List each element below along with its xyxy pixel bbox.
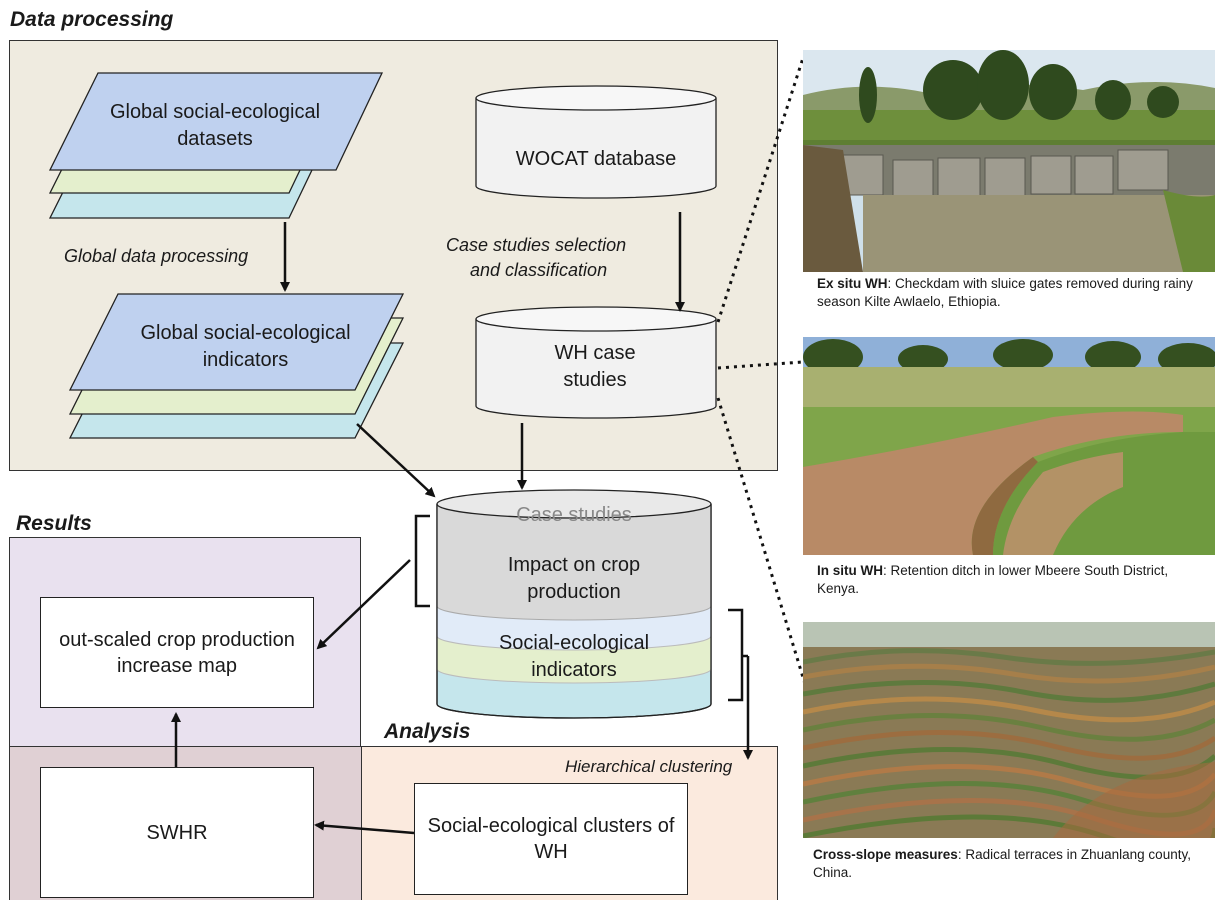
- clusters-box: Social-ecological clusters of WH: [414, 783, 688, 895]
- combined-cylinder: [436, 489, 712, 719]
- ex-situ-caption-bold: Ex situ WH: [817, 276, 888, 291]
- out-scaled-map-box: out-scaled crop production increase map: [40, 597, 314, 708]
- cross-slope-caption-bold: Cross-slope measures: [813, 847, 958, 862]
- global-indicators-stack: [68, 293, 405, 439]
- global-data-processing-label: Global data processing: [64, 246, 249, 266]
- global-indicators-label: Global social-ecological indicators: [140, 322, 351, 371]
- in-situ-caption-bold: In situ WH: [817, 563, 883, 578]
- connector-ex-situ: [716, 57, 805, 323]
- cross-slope-caption-text: : Radical terraces in Zhuanlang county, …: [813, 847, 1191, 881]
- wocat-database-label: WOCAT database: [515, 148, 677, 170]
- cyl-case-studies-label: Case studies: [516, 504, 632, 526]
- swhr-label: SWHR: [146, 821, 208, 844]
- arrow-indicators-to-combined: [356, 423, 436, 498]
- global-datasets-label: Global social-ecological datasets: [109, 101, 321, 150]
- ex-situ-photo: [803, 50, 1215, 272]
- ex-situ-caption-text: : Checkdam with sluice gates removed dur…: [817, 276, 1193, 310]
- wh-case-studies-cylinder: [475, 306, 717, 419]
- wocat-database-cylinder: [475, 85, 717, 199]
- cross-slope-photo: [803, 622, 1215, 838]
- cyl-indicators-label: Social-ecological indicators: [498, 632, 650, 681]
- workflow-diagram: [48, 72, 753, 835]
- arrow-impact-to-map: [316, 559, 411, 650]
- clusters-label: Social-ecological clusters of WH: [427, 815, 675, 863]
- connector-cross-slope: [716, 397, 807, 685]
- cross-slope-caption: Cross-slope measures: Radical terraces i…: [813, 846, 1208, 882]
- data-processing-title: Data processing: [10, 8, 174, 31]
- wh-case-studies-label: WH case studies: [554, 342, 636, 391]
- case-selection-line2: and classification: [470, 260, 608, 280]
- hierarchical-clustering-label: Hierarchical clustering: [565, 757, 733, 776]
- out-scaled-map-label: out-scaled crop production increase map: [59, 628, 295, 677]
- in-situ-caption: In situ WH: Retention ditch in lower Mbe…: [817, 562, 1212, 598]
- swhr-box: SWHR: [40, 767, 314, 898]
- cyl-impact-label: Impact on crop production: [507, 554, 641, 603]
- connector-in-situ: [717, 360, 804, 370]
- arrow-clusters-to-swhr: [314, 820, 415, 835]
- in-situ-caption-text: : Retention ditch in lower Mbeere South …: [817, 563, 1169, 597]
- results-title: Results: [16, 512, 92, 535]
- ex-situ-caption: Ex situ WH: Checkdam with sluice gates r…: [817, 275, 1212, 311]
- case-selection-line1: Case studies selection: [446, 235, 627, 255]
- global-datasets-stack: [48, 72, 384, 219]
- in-situ-photo: [803, 337, 1215, 555]
- impact-bracket: [414, 514, 430, 608]
- analysis-title: Analysis: [384, 720, 471, 743]
